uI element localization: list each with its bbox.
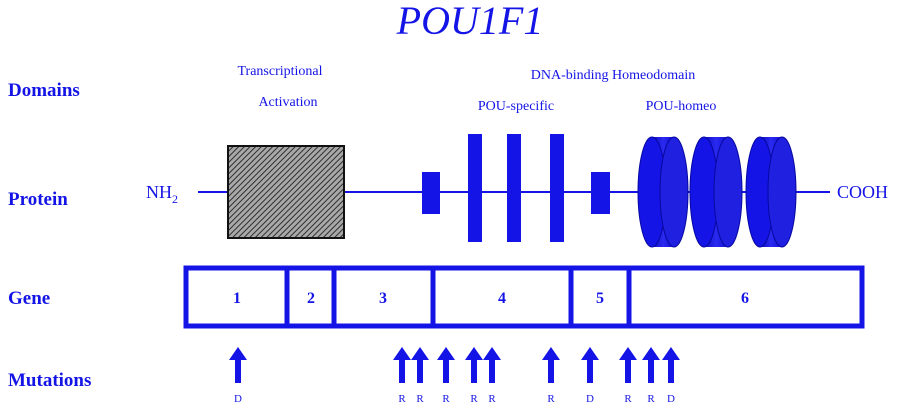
pou-specific-bar xyxy=(507,134,521,242)
mutation-arrow xyxy=(465,347,483,383)
c-terminus-label: COOH xyxy=(837,182,888,202)
domain-label-transcriptional: Transcriptional xyxy=(237,64,322,79)
mutation-arrow xyxy=(437,347,455,383)
domain-label-pou-homeo: POU-homeo xyxy=(646,99,717,114)
row-label-domains: Domains xyxy=(8,80,80,101)
n-terminus-label: NH2 xyxy=(146,182,178,206)
mutation-label: D xyxy=(586,393,594,405)
exon-label: 2 xyxy=(307,290,315,307)
domain-label-activation: Activation xyxy=(258,95,317,110)
row-label-mutations: Mutations xyxy=(8,370,91,391)
domain-label-pou-specific: POU-specific xyxy=(478,99,554,114)
mutation-arrow xyxy=(393,347,411,383)
domain-label-dna-binding: DNA-binding Homeodomain xyxy=(531,68,695,83)
mutation-label: R xyxy=(624,393,632,405)
transcriptional-activation-domain xyxy=(227,145,345,239)
exon-label: 4 xyxy=(498,290,506,307)
mutation-arrow xyxy=(662,347,680,383)
mutation-label: D xyxy=(234,393,242,405)
pou-specific-bar xyxy=(550,134,564,242)
pou-homeo-cylinder xyxy=(689,136,743,248)
mutation-arrow xyxy=(483,347,501,383)
mutation-arrow xyxy=(229,347,247,383)
mutation-arrow xyxy=(581,347,599,383)
mutation-label: R xyxy=(547,393,555,405)
gene-exon-map xyxy=(183,265,865,329)
exon-label: 1 xyxy=(233,290,241,307)
exon-label: 3 xyxy=(379,290,387,307)
pou-specific-bar xyxy=(468,134,482,242)
mutation-label: R xyxy=(442,393,450,405)
mutation-label: R xyxy=(488,393,496,405)
linker-box-right xyxy=(591,172,610,214)
row-label-protein: Protein xyxy=(8,189,68,210)
mutation-arrow xyxy=(642,347,660,383)
linker-box-left xyxy=(422,172,440,214)
figure-title: POU1F1 xyxy=(396,0,544,43)
mutation-label: R xyxy=(416,393,424,405)
mutation-label: D xyxy=(667,393,675,405)
mutation-label: R xyxy=(398,393,406,405)
mutation-arrow xyxy=(542,347,560,383)
mutation-label: R xyxy=(470,393,478,405)
exon-label: 5 xyxy=(596,290,604,307)
mutation-label: R xyxy=(647,393,655,405)
pou-homeo-cylinder xyxy=(745,136,797,248)
pou-homeo-cylinder xyxy=(637,136,689,248)
mutation-arrow xyxy=(411,347,429,383)
row-label-gene: Gene xyxy=(8,288,50,309)
mutation-arrow xyxy=(619,347,637,383)
exon-label: 6 xyxy=(741,290,749,307)
